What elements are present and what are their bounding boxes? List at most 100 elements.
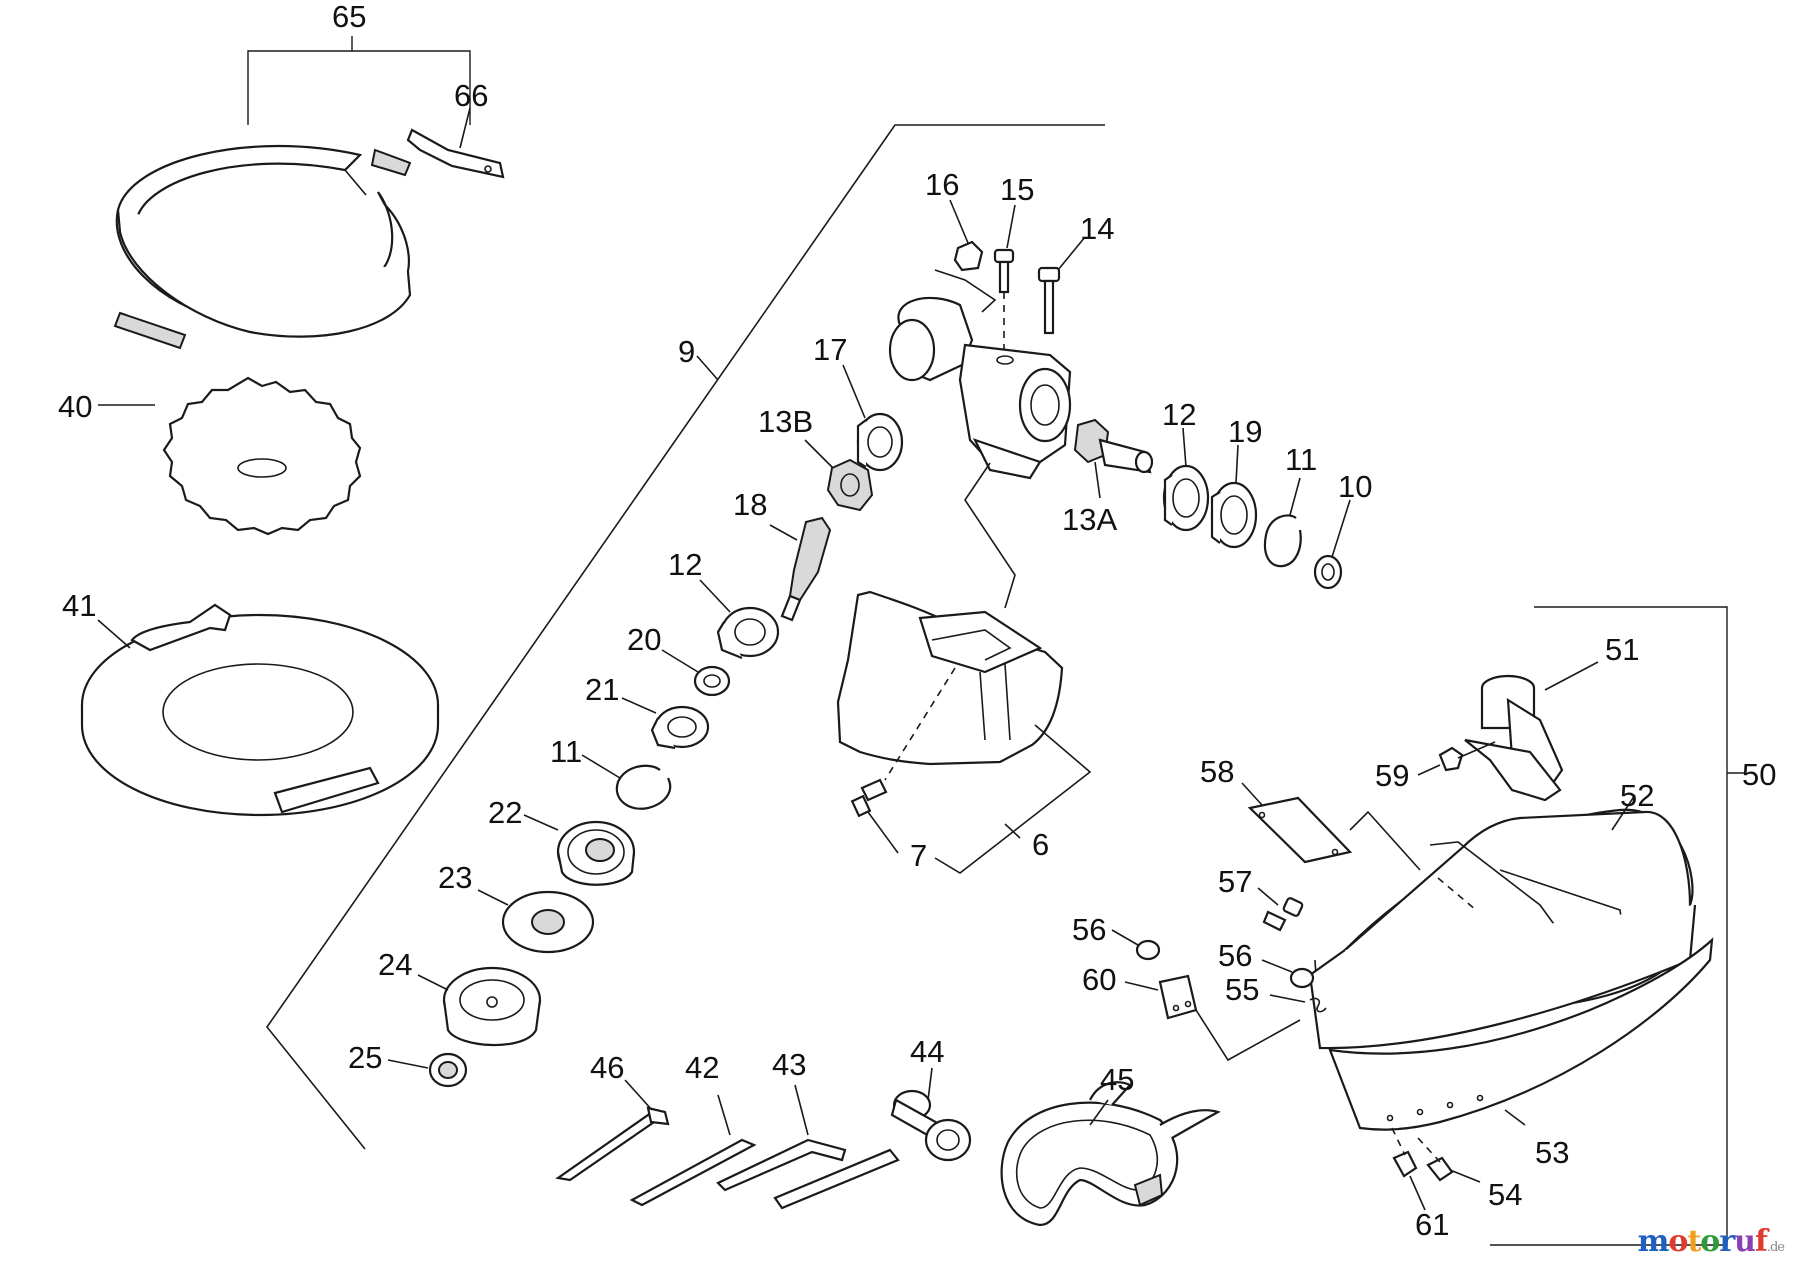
leader-60b xyxy=(1195,1009,1301,1062)
leader-58b xyxy=(1349,810,1421,871)
label-11b: 11 xyxy=(1285,442,1317,477)
leader-11a xyxy=(581,754,621,779)
watermark-letter: t xyxy=(1687,1224,1701,1259)
leader-7 xyxy=(867,811,899,854)
part-44-box-wrench xyxy=(773,1089,972,1210)
part-56-nut-right xyxy=(1289,967,1315,989)
leader-6 xyxy=(1004,823,1021,839)
dash-52 xyxy=(1437,877,1477,911)
part-10-washer xyxy=(1313,554,1343,590)
watermark-logo: motoruf.de xyxy=(1637,1224,1785,1259)
bracket-6 xyxy=(934,724,1092,874)
part-14-bolt xyxy=(1037,266,1061,335)
part-22-drive-disc xyxy=(556,820,636,886)
part-7-bolt xyxy=(850,778,888,818)
part-13B-bevel-gear xyxy=(826,458,874,512)
label-40: 40 xyxy=(58,389,92,424)
leader-56b xyxy=(1261,959,1293,973)
gasket-16 xyxy=(934,269,997,313)
label-44: 44 xyxy=(910,1034,944,1069)
label-52: 52 xyxy=(1620,778,1654,813)
dash-6 xyxy=(884,667,956,781)
label-58: 58 xyxy=(1200,754,1234,789)
part-24-cup xyxy=(442,966,542,1047)
part-54-bolt xyxy=(1417,1137,1454,1182)
leader-22 xyxy=(523,814,559,831)
watermark-suffix: .de xyxy=(1766,1240,1785,1255)
part-16-plug xyxy=(953,240,984,272)
leader-56a xyxy=(1111,929,1139,946)
watermark-letter: f xyxy=(1754,1224,1768,1259)
part-57-screw xyxy=(1262,897,1304,932)
part-13A-gear-shaft xyxy=(1073,418,1154,474)
part-41-guard xyxy=(80,603,440,817)
part-18-spindle xyxy=(780,516,832,622)
leader-21 xyxy=(621,697,657,714)
label-22: 22 xyxy=(488,795,522,830)
watermark-letters: motoruf xyxy=(1637,1224,1768,1259)
label-56b: 56 xyxy=(1218,938,1252,973)
leader-58 xyxy=(1241,782,1263,806)
label-41: 41 xyxy=(62,588,96,623)
part-12-bearing-left xyxy=(716,606,780,660)
part-23-disc xyxy=(501,890,595,954)
label-10: 10 xyxy=(1338,469,1372,504)
label-6: 6 xyxy=(1032,827,1049,862)
watermark-letter: m xyxy=(1637,1224,1670,1259)
leader-41 xyxy=(97,619,131,649)
leader-19 xyxy=(1235,444,1239,484)
leader-10 xyxy=(1331,499,1351,558)
leader-25 xyxy=(387,1059,429,1069)
label-61: 61 xyxy=(1415,1207,1449,1242)
leader-53 xyxy=(1504,1109,1526,1126)
leader-45 xyxy=(1089,1099,1109,1126)
leader-15 xyxy=(1006,204,1016,249)
leader-11b xyxy=(1289,477,1301,516)
label-12b: 12 xyxy=(1162,397,1196,432)
label-12a: 12 xyxy=(668,547,702,582)
leader-14 xyxy=(1057,236,1086,271)
label-46: 46 xyxy=(590,1050,624,1085)
leader-59 xyxy=(1417,764,1441,776)
part-11-circlip-left xyxy=(615,764,672,810)
label-21: 21 xyxy=(585,672,619,707)
part-6-small-guard xyxy=(836,590,1064,766)
label-13B: 13B xyxy=(758,404,813,439)
label-25: 25 xyxy=(348,1040,382,1075)
label-53: 53 xyxy=(1535,1135,1569,1170)
part-51-mount-bracket xyxy=(1464,674,1564,802)
leader-43 xyxy=(794,1084,809,1136)
label-19: 19 xyxy=(1228,414,1262,449)
part-55-spring xyxy=(1309,997,1327,1013)
part-46-cable-tie xyxy=(555,1106,670,1182)
label-18: 18 xyxy=(733,487,767,522)
part-56-nut-left xyxy=(1135,939,1161,961)
label-13A: 13A xyxy=(1062,502,1117,537)
part-58-plate xyxy=(1247,796,1353,864)
label-57: 57 xyxy=(1218,864,1252,899)
leader-16 xyxy=(949,199,969,244)
watermark-letter: r xyxy=(1719,1224,1735,1259)
label-60: 60 xyxy=(1082,962,1116,997)
leader-42 xyxy=(717,1094,731,1136)
leader-12a xyxy=(699,579,731,613)
leader-9 xyxy=(696,355,719,381)
leader-60 xyxy=(1124,981,1159,991)
leader-24 xyxy=(417,974,449,991)
leader-54 xyxy=(1449,1169,1481,1183)
label-20: 20 xyxy=(627,622,661,657)
label-42: 42 xyxy=(685,1050,719,1085)
label-9: 9 xyxy=(678,334,695,369)
leader-18 xyxy=(769,524,798,541)
label-43: 43 xyxy=(772,1047,806,1082)
label-17: 17 xyxy=(813,332,847,367)
bracket-65 xyxy=(247,50,471,125)
label-16: 16 xyxy=(925,167,959,202)
part-53-skirt xyxy=(1328,937,1714,1131)
leader-46 xyxy=(624,1079,653,1111)
part-12-bearing-right xyxy=(1162,464,1210,532)
part-17-bearing xyxy=(856,412,904,472)
label-7: 7 xyxy=(910,838,927,873)
part-20-collar xyxy=(693,665,731,697)
